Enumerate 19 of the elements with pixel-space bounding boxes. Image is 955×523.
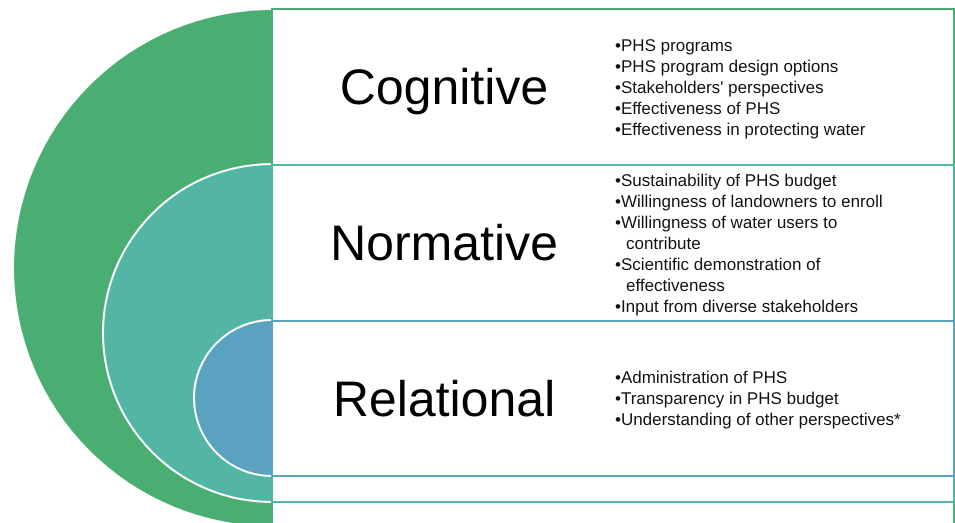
bullet-item: •Scientific demonstration of effectiveness [615, 254, 822, 296]
bullet-item: •Administration of PHS [615, 367, 788, 388]
bullet-item: •Stakeholders' perspectives [615, 76, 825, 98]
bullet-item: •Effectiveness in protecting water [615, 118, 866, 140]
bullet-item: •Input from diverse stakeholders [615, 296, 860, 316]
bullet-item: •PHS programs [615, 34, 734, 56]
bullet-item: •Willingness of water users to contribute [615, 212, 838, 254]
bullet-item: •Transparency in PHS budget [615, 388, 840, 409]
bullet-item: •Willingness of landowners to enroll [615, 190, 884, 212]
layer-heading: Cognitive [340, 62, 548, 112]
layer-box [271, 164, 955, 503]
layer-box [271, 320, 955, 477]
layer-box [271, 8, 955, 523]
bullet-item: •Understanding of other perspectives* [615, 409, 902, 430]
bullet-item: •PHS program design options [615, 56, 840, 76]
bullet-item: •Effectiveness of PHS [615, 98, 782, 118]
layer-heading: Normative [330, 218, 558, 268]
layer-heading: Relational [332, 374, 556, 424]
bullet-item: •Sustainability of PHS budget [615, 170, 838, 190]
